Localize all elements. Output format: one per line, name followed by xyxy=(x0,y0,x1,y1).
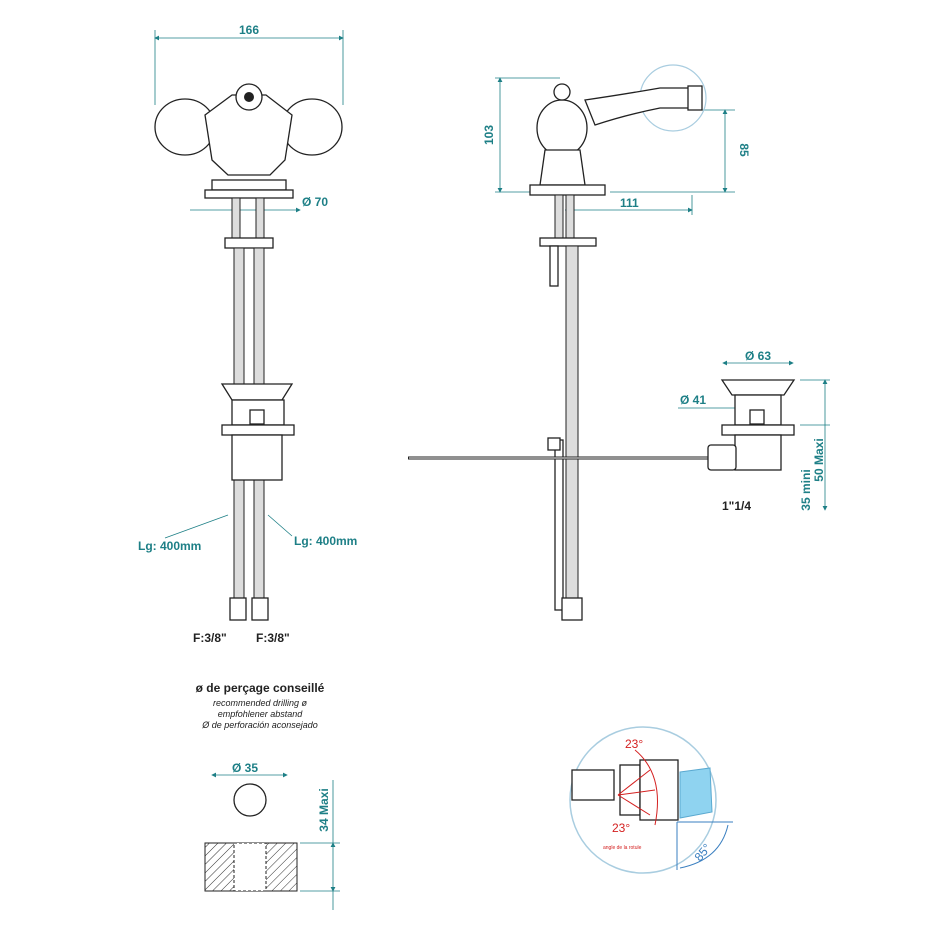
drilling-en: recommended drilling ø xyxy=(213,698,308,708)
dim-waste-hole: Ø 41 xyxy=(680,393,706,407)
waste-view: Ø 63 Ø 41 35 mini 50 Maxi 1"1/4 xyxy=(678,349,830,513)
dim-spout-height: 85 xyxy=(737,143,751,157)
dim-waste-top: Ø 63 xyxy=(745,349,771,363)
dim-waste-min: 35 mini xyxy=(799,469,813,510)
drilling-title: ø de perçage conseillé xyxy=(196,681,325,695)
dim-side-height: 103 xyxy=(482,125,496,145)
waste-thread: 1"1/4 xyxy=(722,499,751,513)
front-view: 166 Ø 70 Lg: 400mm Lg: 400mm F:3/8" F:3/… xyxy=(138,23,357,645)
angle-top: 23° xyxy=(625,737,643,751)
angle-bottom: 23° xyxy=(612,821,630,835)
dim-front-base: Ø 70 xyxy=(302,195,328,209)
dim-waste-max: 50 Maxi xyxy=(812,438,826,481)
drilling-de: empfohlener abstand xyxy=(218,709,304,719)
angle-label: angle de la rotule xyxy=(603,845,642,851)
hose-right-length: Lg: 400mm xyxy=(294,534,357,548)
dim-drill-dia: Ø 35 xyxy=(232,761,258,775)
joint-detail: 23° 23° angle de la rotule 85° xyxy=(569,726,733,874)
drilling-spec: ø de perçage conseillé recommended drill… xyxy=(196,681,340,910)
dim-side-reach: 111 xyxy=(620,196,639,210)
conn-right: F:3/8" xyxy=(256,631,290,645)
dim-drill-max: 34 Maxi xyxy=(317,788,331,831)
dim-front-width: 166 xyxy=(239,23,259,37)
conn-left: F:3/8" xyxy=(193,631,227,645)
hose-left-length: Lg: 400mm xyxy=(138,539,201,553)
side-view: 103 85 111 xyxy=(408,64,751,621)
drilling-es: Ø de perforación aconsejado xyxy=(201,720,318,730)
